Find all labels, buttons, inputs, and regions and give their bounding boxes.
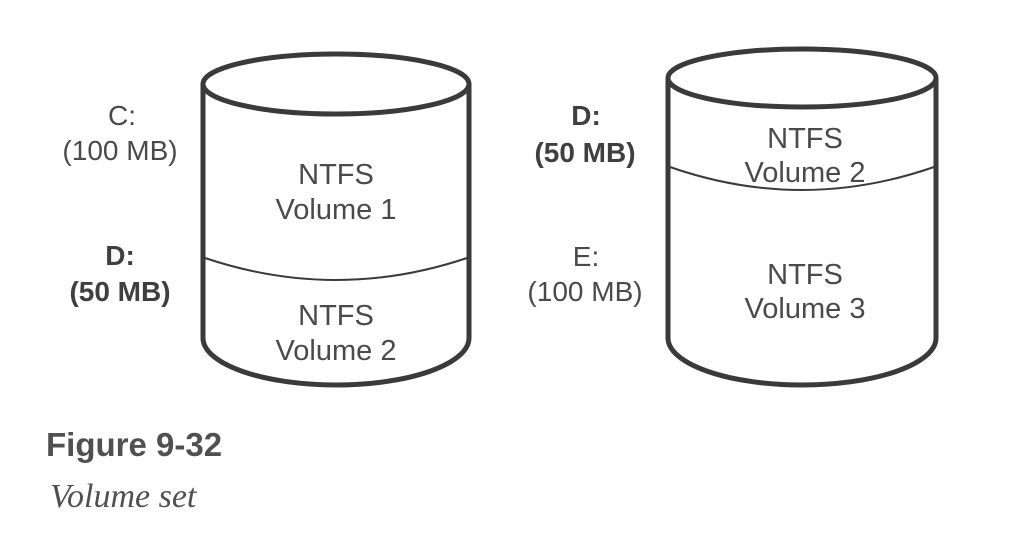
disk-2-volume-2-name: NTFS [767, 123, 843, 155]
disk-2-drive-e-size: (100 MB) [527, 276, 642, 307]
disk-2-drive-d-letter: D: [571, 100, 601, 131]
disk-1-volume-1-name: NTFS [298, 159, 374, 191]
disk-2-partition-divider [669, 166, 935, 191]
disk-2-volume-2-label: Volume 2 [745, 157, 866, 189]
disk-1-volume-1-label: Volume 1 [276, 194, 397, 226]
disk-1-cylinder: NTFS Volume 1 NTFS Volume 2 [200, 51, 472, 388]
disk-2-drive-d-size: (50 MB) [534, 137, 635, 168]
disk-2-volume-3-label: Volume 3 [745, 293, 866, 325]
disk-2-top-ellipse [665, 46, 939, 110]
disk-2-cylinder: NTFS Volume 2 NTFS Volume 3 [665, 46, 939, 388]
disk-1-drive-d-size: (50 MB) [69, 276, 170, 307]
disk-1-body [200, 84, 472, 388]
disk-1-drive-c-size: (100 MB) [62, 135, 177, 166]
disk-1-drive-d-letter: D: [105, 240, 135, 271]
disk-1-drive-c-letter: C: [108, 100, 136, 131]
disk-2-body [665, 78, 939, 388]
figure-number: Figure 9-32 [46, 426, 223, 463]
disk-1-volume-2-name: NTFS [298, 300, 374, 332]
disk-1-top-ellipse [200, 51, 472, 117]
disk-1-partition-divider [204, 257, 468, 281]
disk-2-drive-e-letter: E: [573, 241, 599, 272]
disk-2-volume-3-name: NTFS [767, 259, 843, 291]
disk-1-volume-2-label: Volume 2 [276, 335, 397, 367]
figure-caption: Volume set [50, 478, 197, 515]
